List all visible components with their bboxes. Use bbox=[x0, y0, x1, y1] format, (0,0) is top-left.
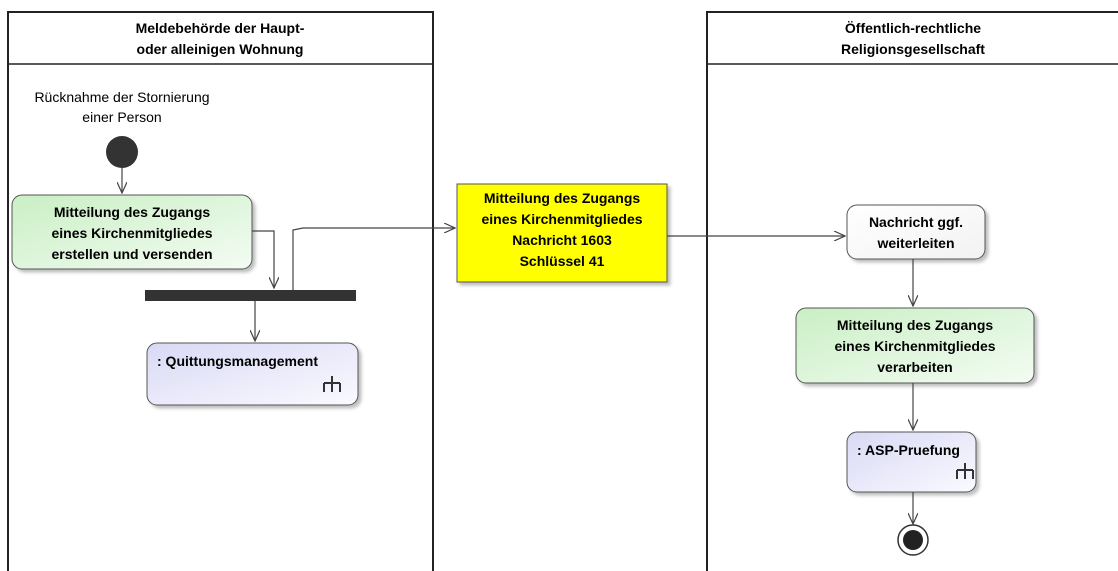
lane-title-left-line2: oder alleinigen Wohnung bbox=[137, 41, 304, 57]
message-line4: Schlüssel 41 bbox=[520, 253, 605, 269]
lane-title-left-line1: Meldebehörde der Haupt- bbox=[136, 20, 305, 36]
action-process-line3: verarbeiten bbox=[877, 359, 952, 375]
action-forward-line1: Nachricht ggf. bbox=[869, 214, 963, 230]
final-node bbox=[897, 524, 929, 556]
swimlane-religionsgesellschaft: Öffentlich-rechtliche Religionsgesellsch… bbox=[706, 11, 1118, 571]
subactivity-quittungsmanagement[interactable] bbox=[146, 342, 359, 406]
lane-title-right-line2: Religionsgesellschaft bbox=[841, 41, 985, 57]
start-note-line1: Rücknahme der Stornierung bbox=[34, 89, 209, 105]
start-note-line2: einer Person bbox=[82, 109, 161, 125]
swimlane-meldebehoerde: Meldebehörde der Haupt- oder alleinigen … bbox=[7, 11, 434, 571]
initial-node bbox=[106, 136, 138, 168]
action-forward-line2: weiterleiten bbox=[876, 235, 954, 251]
fork-bar bbox=[145, 290, 356, 301]
rake-icon bbox=[323, 376, 341, 392]
flow-create-to-fork bbox=[252, 230, 274, 288]
message-nachricht-1603[interactable] bbox=[456, 183, 668, 283]
action-forward[interactable] bbox=[846, 204, 986, 260]
action-create-send-line2: eines Kirchenmitgliedes bbox=[51, 225, 212, 241]
flow-fork-to-message bbox=[292, 228, 455, 290]
message-line3: Nachricht 1603 bbox=[512, 232, 612, 248]
rake-icon bbox=[956, 463, 974, 479]
action-create-send-line3: erstellen und versenden bbox=[51, 246, 212, 262]
message-line1: Mitteilung des Zugangs bbox=[484, 190, 641, 206]
subactivity-asp-pruefung[interactable] bbox=[846, 431, 977, 493]
lane-title-right-line1: Öffentlich-rechtliche bbox=[845, 20, 981, 36]
action-create-send[interactable] bbox=[11, 194, 253, 270]
action-process[interactable] bbox=[795, 307, 1035, 384]
subactivity-asp-label: : ASP-Pruefung bbox=[857, 442, 960, 458]
action-process-line1: Mitteilung des Zugangs bbox=[837, 317, 994, 333]
action-process-line2: eines Kirchenmitgliedes bbox=[834, 338, 995, 354]
subactivity-quittung-label: : Quittungsmanagement bbox=[157, 353, 318, 369]
message-line2: eines Kirchenmitgliedes bbox=[481, 211, 642, 227]
action-create-send-line1: Mitteilung des Zugangs bbox=[54, 204, 211, 220]
